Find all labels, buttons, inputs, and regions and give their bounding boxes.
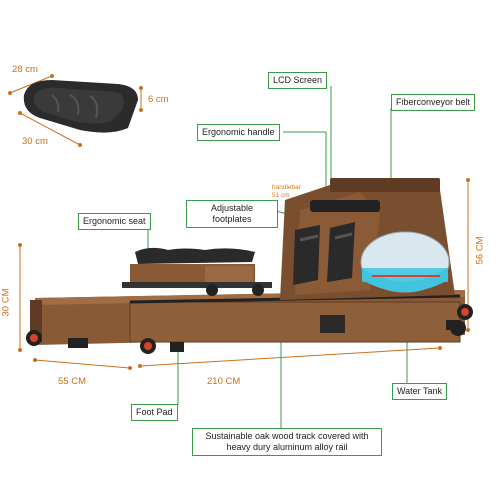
seat-length-dimension: 30 cm — [22, 136, 48, 147]
wood-rail — [30, 290, 465, 345]
wheels — [26, 304, 473, 354]
water-tank — [360, 231, 450, 293]
handlebar-dimension: 51 cm — [272, 192, 290, 199]
seat-height-dimension: 6 cm — [148, 94, 169, 105]
rail-height-dimension: 30 CM — [0, 288, 12, 317]
base-width-dimension: 55 CM — [58, 376, 86, 387]
foot-pad-label: Foot Pad — [131, 404, 178, 421]
seat-cushion-inset — [23, 80, 138, 133]
seat-width-dimension: 28 cm — [12, 64, 38, 75]
fiberconveyor-belt-label: Fiberconveyor belt — [391, 94, 476, 111]
rowing-seat — [122, 247, 272, 296]
handlebar-label: handlebar — [272, 184, 301, 191]
water-tank-label: Water Tank — [392, 383, 448, 400]
ergonomic-handle-label: Ergonomic handle — [197, 124, 280, 141]
wood-track-label: Sustainable oak wood track covered with … — [192, 428, 382, 456]
adjustable-footplates-label: Adjustable footplates — [186, 200, 278, 228]
overall-height-dimension: 56 CM — [474, 236, 486, 265]
overall-length-dimension: 210 CM — [207, 376, 241, 387]
footplates — [293, 222, 355, 285]
lcd-screen-label: LCD Screen — [268, 72, 328, 89]
ergonomic-seat-label: Ergonomic seat — [78, 213, 151, 230]
